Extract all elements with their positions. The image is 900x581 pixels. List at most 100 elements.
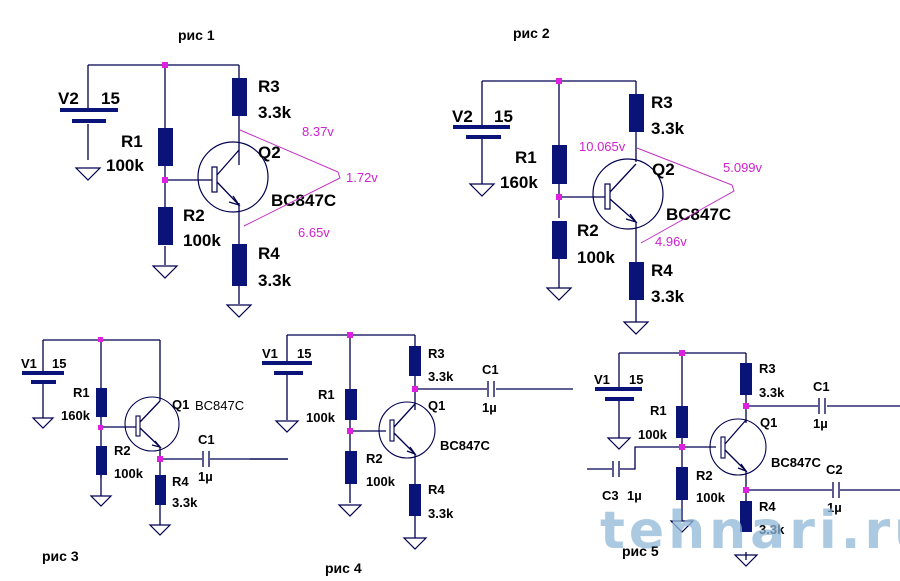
figure-4-r2-name: R2: [366, 451, 383, 466]
figure-1-node: [162, 62, 168, 68]
figure-2: рис 2 V2 15 R1 160k R2 100k R3 3.3k R4 3…: [452, 25, 763, 335]
figure-4-ground-icon-r2: [337, 504, 363, 517]
figure-1-supply-value: 15: [101, 89, 120, 108]
figure-5-r3-value: 3.3k: [759, 385, 785, 400]
figure-1-ground-icon: [74, 167, 102, 181]
figure-2-r4-value: 3.3k: [651, 287, 685, 306]
figure-5-r2-name: R2: [696, 468, 713, 483]
figure-5-c2-value: 1µ: [827, 500, 842, 515]
figure-1-r1-name: R1: [121, 132, 143, 151]
figure-1-volt-ce: 1.72v: [346, 170, 378, 185]
figure-5-r2: [676, 467, 688, 500]
figure-3-r4: [155, 475, 166, 505]
figure-4-r3-name: R3: [428, 346, 445, 361]
figure-1-transistor-icon: [197, 141, 269, 213]
figure-2-node: [556, 194, 562, 200]
figure-4-node: [347, 332, 353, 338]
figure-5-r1-value: 100k: [638, 427, 668, 442]
figure-1-ground-icon-r4: [225, 304, 253, 318]
figure-5-q-name: Q1: [760, 415, 777, 430]
figure-4-r1-value: 100k: [306, 410, 336, 425]
figure-1-r4: [232, 244, 247, 286]
figure-4-ground-icon: [274, 420, 300, 433]
figure-5-r1-name: R1: [650, 403, 667, 418]
figure-4-supply-name: V1: [262, 346, 278, 361]
figure-2-node: [556, 78, 562, 84]
figure-3-node: [98, 425, 103, 430]
figure-5-r2-value: 100k: [696, 490, 726, 505]
figure-3-ground-icon-r2: [89, 495, 113, 507]
figure-2-r1-name: R1: [515, 148, 537, 167]
figure-3-r1: [96, 388, 107, 417]
figure-1-volt-collector: 8.37v: [302, 124, 334, 139]
figure-3: рис 3 V1 15 R1 160k R2 100k R4 3.3k Q1 B…: [21, 337, 288, 564]
figure-3-r4-name: R4: [172, 474, 189, 489]
figure-3-q-name: Q1: [172, 397, 189, 412]
figure-1-caption: рис 1: [178, 27, 215, 43]
figure-5-ground-icon-r2: [669, 520, 695, 533]
figure-4-transistor-icon: [378, 401, 436, 459]
figure-5-c3-value: 1µ: [627, 488, 642, 503]
figure-2-r3-value: 3.3k: [651, 119, 685, 138]
figure-4-c1-name: C1: [482, 362, 499, 377]
figure-2-r2-name: R2: [577, 221, 599, 240]
figure-5-supply-value: 15: [629, 372, 643, 387]
figure-1-r2-name: R2: [183, 206, 205, 225]
figure-2-probe-lines: [636, 147, 735, 244]
figure-4-c1-value: 1µ: [482, 400, 497, 415]
figure-3-r2: [96, 446, 107, 475]
figure-3-node: [98, 337, 103, 342]
figure-5-r3-name: R3: [759, 361, 776, 376]
figure-1-r3-value: 3.3k: [258, 103, 292, 122]
figure-4-q-model: BC847C: [440, 438, 490, 453]
figure-2-volt-ce: 5.099v: [723, 160, 763, 175]
figure-4-r3-value: 3.3k: [428, 369, 454, 384]
figure-3-r4-value: 3.3k: [172, 495, 198, 510]
figure-5-r4-value: 3.3k: [759, 522, 785, 537]
figure-3-supply-name: V1: [21, 356, 37, 371]
figure-4-r2: [345, 451, 357, 484]
figure-4-r2-value: 100k: [366, 474, 396, 489]
figure-3-transistor-icon: [124, 396, 180, 452]
figure-3-c1-name: C1: [198, 432, 215, 447]
figure-2-caption: рис 2: [513, 25, 550, 41]
figure-5-c1-value: 1µ: [813, 416, 828, 431]
figure-4-r3: [409, 346, 421, 376]
figure-2-r2-value: 100k: [577, 248, 615, 267]
figure-3-r2-value: 100k: [114, 466, 144, 481]
figure-4-ground-icon-r4: [402, 537, 428, 550]
figure-3-node: [157, 456, 163, 462]
figure-4-r1: [345, 389, 357, 420]
figure-1-node: [162, 177, 168, 183]
figure-2-r1: [552, 145, 567, 184]
figure-5-r3: [740, 363, 752, 395]
figure-2-q-name: Q2: [652, 160, 675, 179]
figure-5-node: [679, 444, 685, 450]
figure-5-r4: [740, 501, 752, 532]
figure-5-node: [679, 350, 685, 356]
figure-2-transistor-icon: [592, 158, 664, 230]
figure-5: V1 15 R1 100k R2 100k R3 3.3k R4 3.3k Q1…: [587, 350, 900, 567]
figure-2-r4: [629, 262, 644, 300]
figure-3-r1-value: 160k: [61, 408, 91, 423]
figure-1-probe-lines: [239, 129, 341, 227]
figure-3-r2-name: R2: [114, 443, 131, 458]
figure-5-r1: [676, 406, 688, 438]
figure-2-ground-icon: [468, 183, 496, 197]
figure-2-ground-icon-r4: [622, 321, 650, 335]
figure-4-supply-value: 15: [297, 346, 311, 361]
figure-2-volt-emitter: 4.96v: [655, 234, 687, 249]
figure-3-c1-value: 1µ: [198, 469, 213, 484]
watermark: tehnari.ru: [600, 501, 900, 561]
figure-2-volt-collector: 10.065v: [579, 139, 626, 154]
figure-2-q-model: BC847C: [666, 205, 731, 224]
figure-4-q-name: Q1: [428, 398, 445, 413]
figure-3-q-model: BC847C: [195, 398, 244, 413]
figure-2-ground-icon-r2: [545, 287, 573, 301]
figure-1-r4-value: 3.3k: [258, 271, 292, 290]
figure-1-r3: [232, 78, 247, 116]
figure-1-r1: [158, 128, 173, 166]
figure-1-q-name: Q2: [258, 143, 281, 162]
figure-2-r3-name: R3: [651, 93, 673, 112]
